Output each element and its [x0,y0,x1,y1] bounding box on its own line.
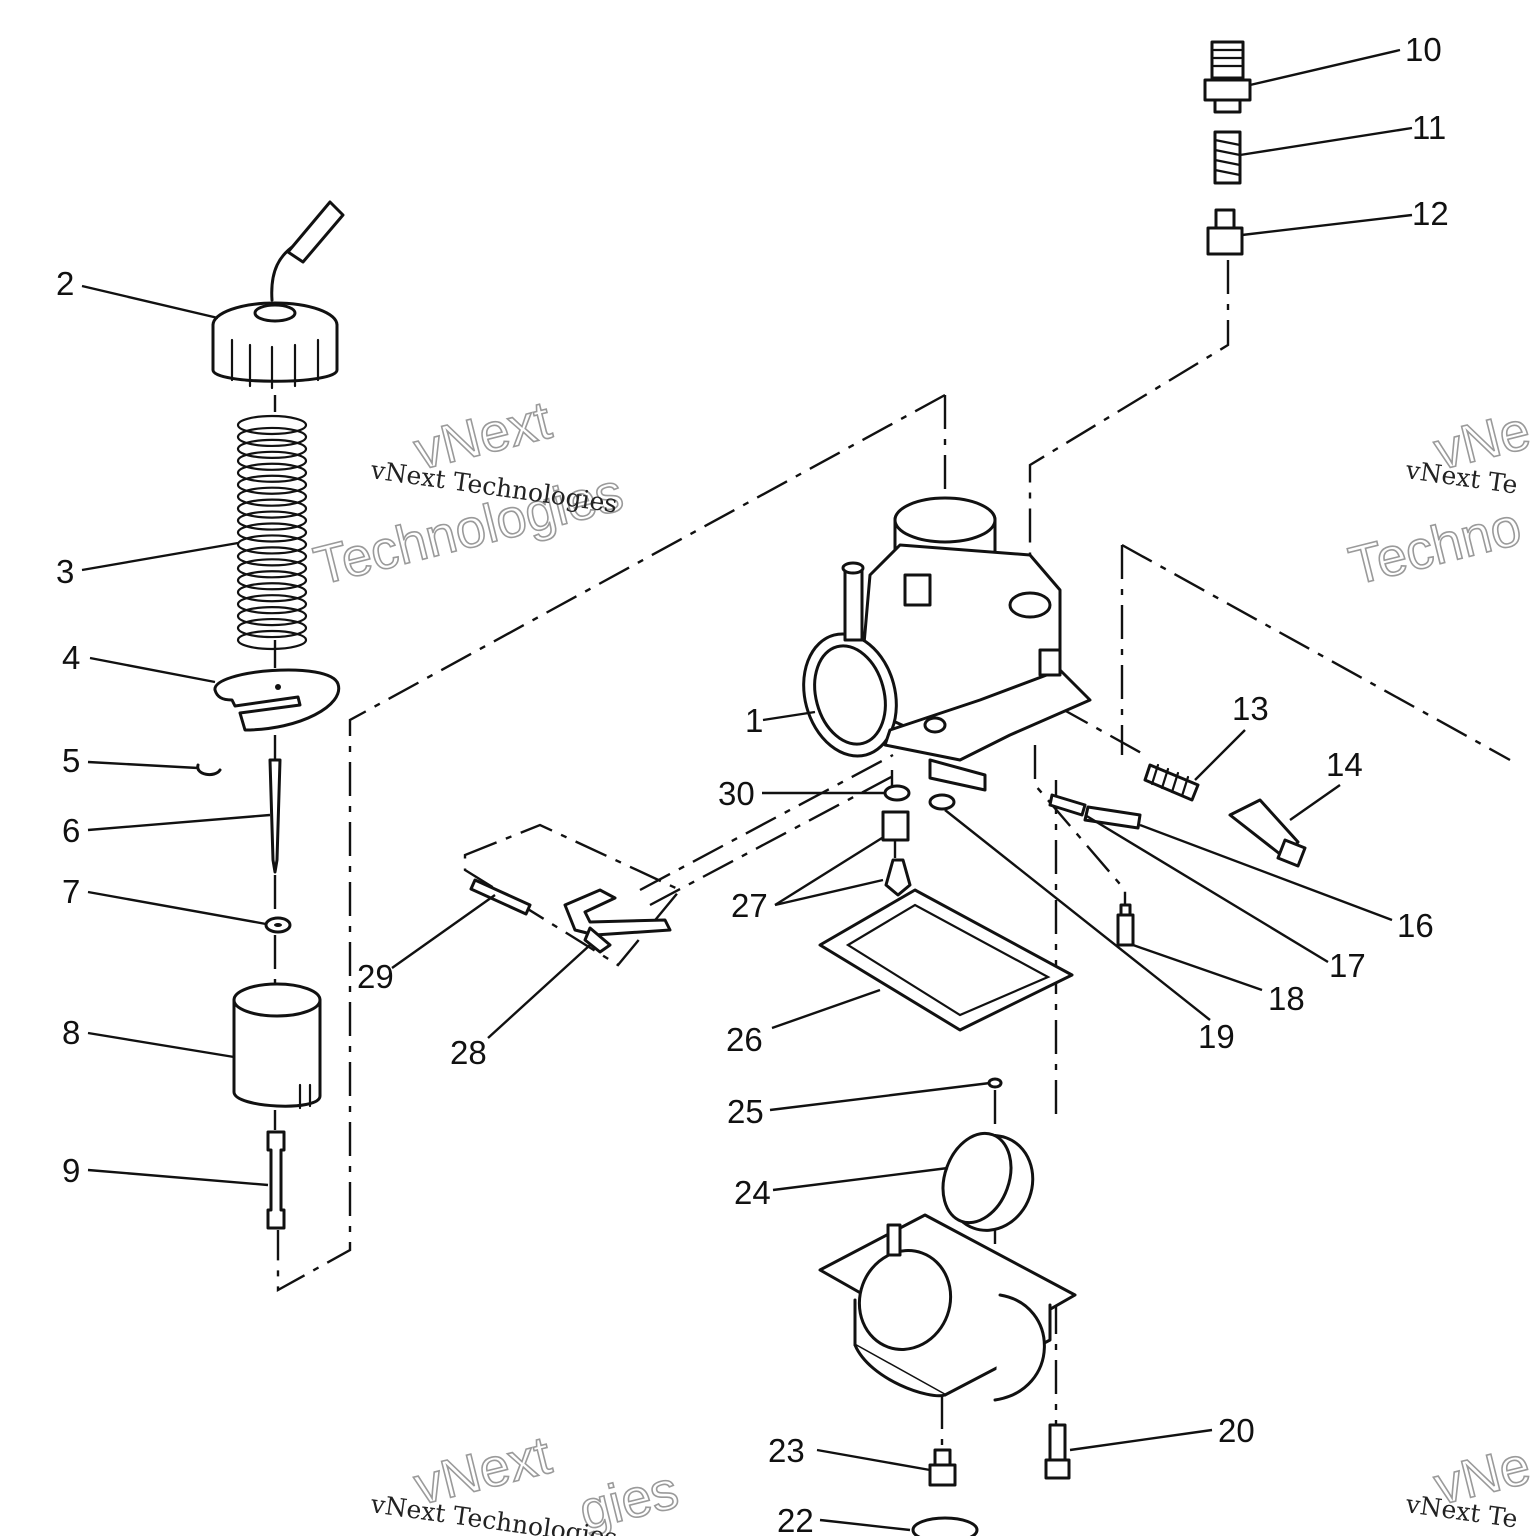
part-1-carburetor-body [802,496,1092,792]
callout-24: 24 [734,1174,771,1211]
part-20-screw [1044,1423,1071,1480]
callout-13: 13 [1232,690,1269,727]
part-14-idle-screw [1228,798,1307,868]
part-16-17-pilot-screw [1048,793,1142,830]
callout-20: 20 [1218,1412,1255,1449]
callout-19: 19 [1198,1018,1235,1055]
callout-25: 25 [727,1093,764,1130]
part-8-throttle-slide [232,982,322,1110]
watermark-top-left: vNext Technologies vNext Technologies [308,389,630,597]
watermark-bottom-right: vNe vNext Te [1403,1434,1536,1533]
leader-lines [81,48,1413,1532]
callout-10: 10 [1405,31,1442,68]
part-22-o-ring [911,1516,979,1536]
spring-coil [236,474,308,495]
callout-8: 8 [62,1014,80,1051]
callout-labels: 1 2 3 4 5 6 7 8 9 10 11 12 13 14 16 17 1… [56,31,1449,1536]
part-24-float [941,1131,1035,1232]
callout-11: 11 [1412,109,1446,146]
callout-1: 1 [745,702,763,739]
callout-17: 17 [1329,947,1366,984]
callout-28: 28 [450,1034,487,1071]
part-25-plug [987,1077,1003,1089]
callout-27: 27 [731,887,768,924]
spring-coil [236,629,308,651]
callout-12: 12 [1412,195,1449,232]
spring-coil [236,534,308,555]
part-26-gasket [818,888,1074,1032]
part-27-needle-valve [881,810,912,897]
spring-coil [236,510,308,531]
callout-23: 23 [768,1432,805,1469]
callout-5: 5 [62,742,80,779]
float-bowl [818,1213,1077,1402]
callout-3: 3 [56,553,74,590]
spring-coil [236,438,308,459]
part-30-washer [883,784,911,802]
part-13-idle-spring [1143,763,1200,802]
spring-coil [236,617,308,639]
callout-14: 14 [1326,746,1363,783]
part-6-jet-needle [268,758,282,874]
part-19-washer [928,793,956,811]
spring-coil [236,594,308,615]
spring-coil [236,414,308,436]
spring-coil [236,570,308,591]
spring-coil [236,426,308,448]
callout-4: 4 [62,639,80,676]
callout-26: 26 [726,1021,763,1058]
part-5-clip [196,763,222,777]
part-11-spring-small [1213,130,1242,185]
spring-coil [236,450,308,471]
part-9-needle-jet [266,1130,286,1230]
watermark-bottom-left: vNext gies vNext Technologies [368,1424,685,1536]
part-3-spring [236,414,308,651]
callout-2: 2 [56,265,74,302]
spring-coil [236,546,308,567]
watermark-top-right: vNe Techno vNext Te [1343,399,1536,597]
part-7-washer [264,916,292,934]
watermark-big-right-2: Techno [1343,496,1526,596]
spring-coil [236,558,308,579]
spring-coil [236,582,308,603]
part-12-locknut [1206,208,1244,256]
spring-coil [236,498,308,519]
part-28-float-arm [563,888,672,954]
callout-29: 29 [357,958,394,995]
part-18-jet [1116,903,1135,947]
part-23-drain-plug [928,1448,957,1487]
spring-coil [236,462,308,483]
part-2-top-cap [211,200,345,390]
part-10-adjuster [1203,40,1252,114]
spring-coil [236,486,308,507]
callout-22: 22 [777,1502,814,1536]
callout-18: 18 [1268,980,1305,1017]
spring-coil [236,522,308,543]
callout-16: 16 [1397,907,1434,944]
callout-30: 30 [718,775,755,812]
part-29-pin [469,878,532,916]
callout-7: 7 [62,873,80,910]
callout-9: 9 [62,1152,80,1189]
spring-coil [236,606,308,627]
assembly-guide-lines [273,260,1511,1450]
part-4-retainer-plate [213,668,341,732]
callout-6: 6 [62,812,80,849]
